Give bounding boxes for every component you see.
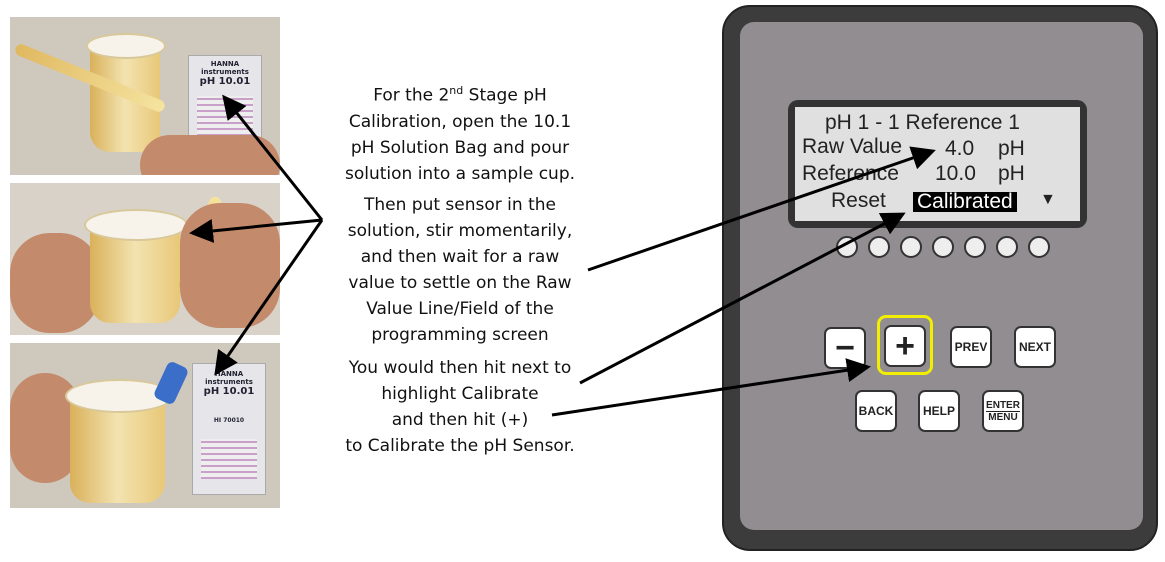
arrow-to-bag bbox=[222, 94, 324, 221]
led-indicator bbox=[932, 236, 954, 258]
plus-button[interactable]: + bbox=[884, 325, 926, 367]
led-indicator bbox=[868, 236, 890, 258]
step-1-line: For the 2nd Stage pH bbox=[330, 78, 590, 109]
led-indicator bbox=[1028, 236, 1050, 258]
arrow-to-probe bbox=[214, 219, 324, 376]
superscript: nd bbox=[449, 84, 464, 97]
reset-option[interactable]: Reset bbox=[831, 189, 886, 212]
instruction-step-1: For the 2nd Stage pH Calibration, open t… bbox=[330, 78, 590, 187]
step-3-line: to Calibrate the pH Sensor. bbox=[345, 436, 575, 456]
raw-value: 4.0 bbox=[945, 137, 975, 160]
text: Stage pH bbox=[463, 85, 547, 106]
led-indicator bbox=[996, 236, 1018, 258]
lcd-screen: pH 1 - 1 Reference 1 Raw Value 4.0 pH Re… bbox=[795, 107, 1080, 221]
help-button[interactable]: HELP bbox=[918, 390, 960, 432]
bag-chart bbox=[201, 439, 257, 479]
raw-unit: pH bbox=[998, 137, 1025, 160]
reference-value: 10.0 bbox=[935, 162, 976, 185]
cup-rim bbox=[84, 209, 188, 241]
bag-label: pH 10.01 bbox=[203, 386, 255, 397]
arrow-to-plus bbox=[551, 358, 871, 417]
reference-label: Reference bbox=[802, 162, 899, 185]
enter-menu-button[interactable]: ENTER MENU bbox=[982, 390, 1024, 432]
step-1-line: Calibration, open the 10.1 bbox=[348, 111, 572, 132]
cup-rim bbox=[86, 33, 166, 59]
step-3-line: You would then hit next to bbox=[348, 358, 572, 378]
step-2-line: value to settle on the Raw bbox=[348, 273, 572, 293]
calibrated-option-selected[interactable]: Calibrated bbox=[913, 191, 1017, 212]
raw-value-label: Raw Value bbox=[802, 135, 902, 158]
step-2-line: Then put sensor in the bbox=[364, 195, 556, 215]
step-1-line: solution into a sample cup. bbox=[344, 163, 576, 184]
bag-label: pH 10.01 bbox=[199, 76, 251, 87]
next-button[interactable]: NEXT bbox=[1014, 326, 1056, 368]
step-3-line: highlight Calibrate bbox=[381, 384, 539, 404]
scroll-down-icon: ▼ bbox=[1040, 191, 1056, 208]
step-3-line: and then hit (+) bbox=[391, 410, 529, 430]
menu-label: MENU bbox=[988, 411, 1018, 423]
screen-title: pH 1 - 1 Reference 1 bbox=[825, 111, 1020, 134]
led-indicator bbox=[900, 236, 922, 258]
step-2-line: solution, stir momentarily, bbox=[347, 221, 573, 241]
solution-bag: HANNA instruments pH 10.01 HI 70010 bbox=[192, 363, 266, 495]
back-button[interactable]: BACK bbox=[855, 390, 897, 432]
instruction-step-3: You would then hit next to highlight Cal… bbox=[330, 355, 590, 459]
instruction-step-2: Then put sensor in the solution, stir mo… bbox=[330, 192, 590, 348]
text: For the 2 bbox=[373, 85, 450, 106]
hand bbox=[140, 135, 280, 175]
step-2-line: and then wait for a raw bbox=[360, 247, 560, 267]
hand bbox=[10, 233, 100, 333]
bag-code: HI 70010 bbox=[213, 417, 245, 424]
arrow-to-sensor bbox=[189, 218, 323, 243]
bag-brand: HANNA instruments bbox=[201, 60, 249, 76]
step-2-line: programming screen bbox=[371, 325, 549, 345]
step-1-line: pH Solution Bag and pour bbox=[350, 137, 570, 158]
arrow-to-calibrated bbox=[579, 212, 906, 385]
reference-unit: pH bbox=[998, 162, 1025, 185]
prev-button[interactable]: PREV bbox=[950, 326, 992, 368]
plus-highlight bbox=[877, 315, 933, 375]
led-indicator bbox=[964, 236, 986, 258]
step-2-line: Value Line/Field of the bbox=[366, 299, 554, 319]
arrow-to-raw-value bbox=[587, 146, 936, 272]
enter-label: ENTER bbox=[986, 399, 1020, 412]
